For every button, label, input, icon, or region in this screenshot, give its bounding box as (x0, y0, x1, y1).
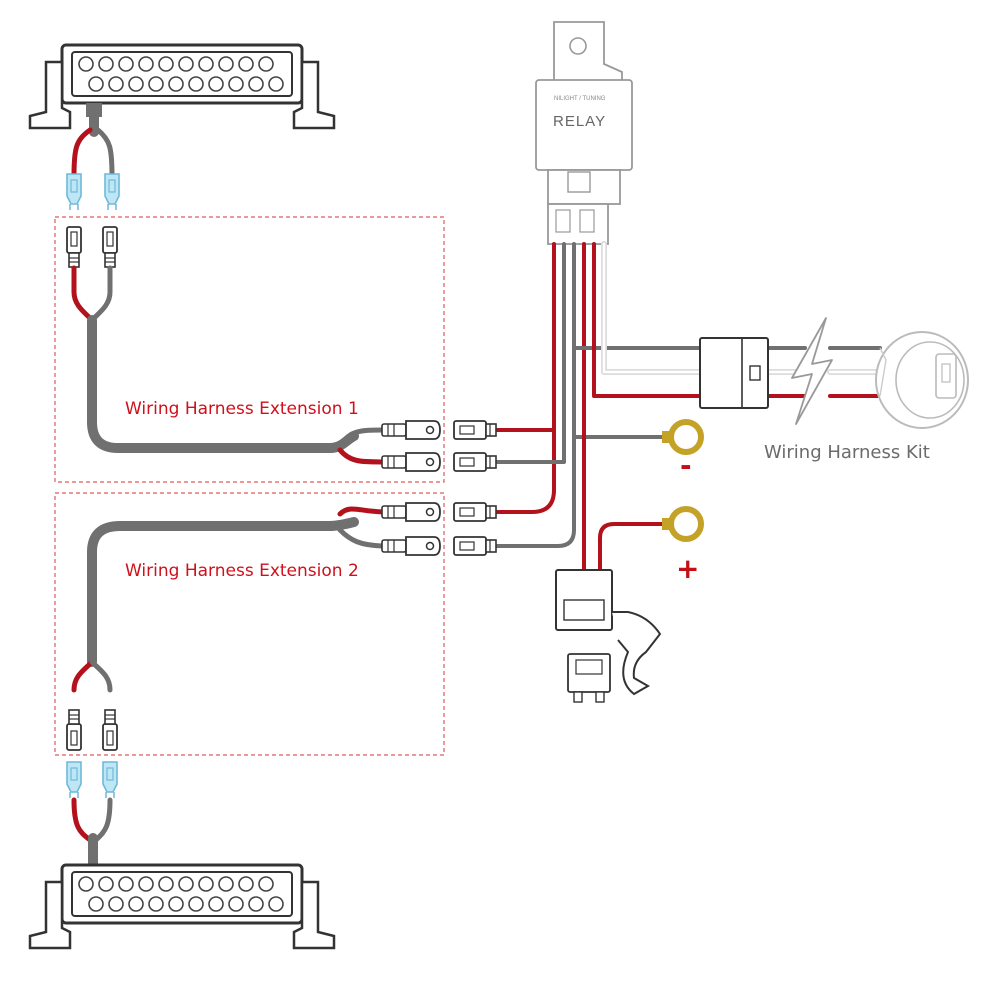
harness-wires (492, 241, 883, 572)
extension-1-wire (71, 265, 389, 465)
spade-terminal-icon (381, 536, 441, 556)
blue-connector-icon (102, 761, 118, 799)
spade-terminal-icon (381, 502, 441, 522)
relay-brand: NILIGHT / TUNING (554, 96, 606, 102)
blue-connector-icon (66, 761, 82, 799)
female-terminal-icon (453, 420, 497, 440)
extension-2-label: Wiring Harness Extension 2 (125, 561, 359, 581)
led-light-bar-bottom-icon (28, 863, 336, 950)
lightning-bolt-icon (791, 317, 833, 425)
bottom-light-bar-pigtail (71, 797, 113, 875)
blue-connector-icon (104, 173, 120, 211)
spade-connector-icon (102, 226, 118, 268)
extension-2-box (54, 492, 445, 756)
spade-terminal-icon (381, 420, 441, 440)
negative-sign: - (680, 449, 692, 482)
led-light-bar-top-icon (28, 43, 336, 130)
extension-2-wire (71, 506, 389, 693)
relay-label: RELAY (553, 113, 606, 130)
extension-1-label: Wiring Harness Extension 1 (125, 399, 359, 419)
fuse-icon (567, 653, 611, 703)
blue-connector-icon (66, 173, 82, 211)
top-light-bar-pigtail (71, 110, 115, 179)
rocker-switch-icon (875, 331, 969, 429)
negative-ring-terminal-icon (662, 419, 704, 455)
spade-connector-icon (102, 709, 118, 751)
spade-connector-icon (66, 226, 82, 268)
spade-terminal-icon (381, 452, 441, 472)
switch-connector-icon (699, 337, 769, 409)
female-terminal-icon (453, 536, 497, 556)
extension-1-box (54, 216, 445, 483)
female-terminal-icon (453, 452, 497, 472)
relay-icon: NILIGHT / TUNING RELAY (535, 21, 633, 245)
spade-connector-icon (66, 709, 82, 751)
positive-sign: + (676, 552, 699, 585)
fuse-holder-icon (555, 569, 662, 696)
positive-ring-terminal-icon (662, 506, 704, 542)
harness-kit-label: Wiring Harness Kit (764, 442, 930, 463)
female-terminal-icon (453, 502, 497, 522)
